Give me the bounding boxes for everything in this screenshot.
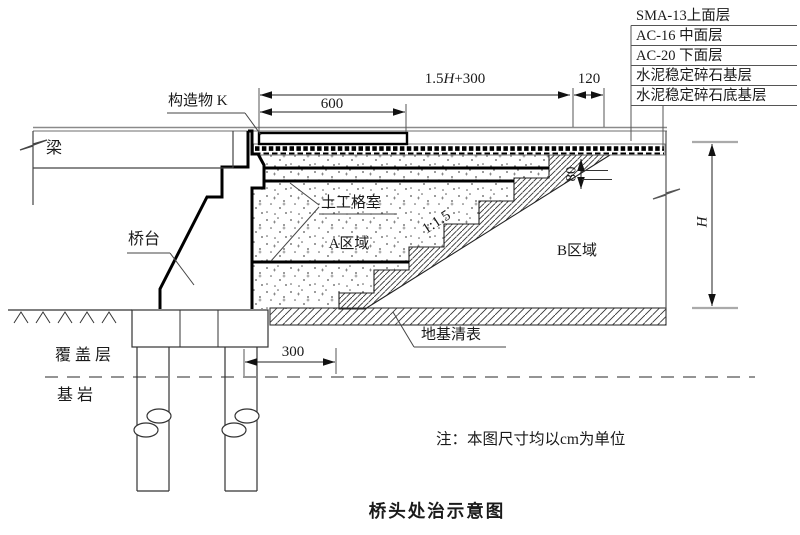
beam-label: 梁 — [46, 140, 63, 157]
road-surface-lines — [33, 126, 667, 132]
abutment-label: 桥台 — [128, 231, 161, 248]
natural-ground-line — [8, 309, 132, 324]
legend-leader-lines — [630, 25, 797, 149]
geocell-label: 土工格室 — [321, 195, 382, 211]
approach-slab — [257, 131, 409, 146]
dimension-height-h — [692, 140, 738, 310]
dim-300-text: 300 — [281, 344, 305, 360]
structure-k-label: 构造物 K — [168, 93, 228, 109]
dim-h-text: H — [694, 216, 711, 228]
dim-600-text: 600 — [320, 96, 344, 112]
pavement-layer-legend: SMA-13上面层 AC-16 中面层 AC-20 下面层 水泥稳定碎石基层 水… — [633, 6, 799, 106]
beam-left-break — [19, 131, 48, 205]
bedrock-label: 基岩 — [57, 387, 98, 404]
leader-structure-k — [167, 112, 262, 136]
dimension-120 — [574, 88, 605, 127]
ground-clearing-strip — [269, 307, 667, 326]
dimension-wedge-length — [258, 88, 574, 132]
drawing-title: 桥头处治示意图 — [368, 501, 506, 521]
fill-zone-a-stipple — [253, 155, 549, 309]
legend-item-ac16: AC-16 中面层 — [636, 28, 723, 44]
abutment-outline — [158, 129, 266, 309]
ground-clearing-label: 地基清表 — [421, 327, 482, 343]
dim-wedge-text: 1.5H+300 — [424, 71, 486, 87]
legend-item-sma13: SMA-13上面层 — [636, 8, 731, 24]
leader-abutment — [127, 252, 195, 286]
dimension-80 — [577, 159, 612, 189]
beam-girder — [19, 131, 234, 205]
legend-item-ac20: AC-20 下面层 — [636, 48, 723, 64]
overburden-label: 覆盖层 — [55, 347, 116, 364]
zone-b-label: B区域 — [556, 243, 598, 259]
step-slope-hatch — [338, 154, 612, 310]
legend-item-cement-base: 水泥稳定碎石基层 — [636, 68, 752, 84]
dim-80-text: 80 — [563, 166, 580, 182]
dimension-300 — [243, 348, 337, 376]
zone-a-label: A区域 — [328, 236, 370, 252]
embankment-right-break — [652, 131, 681, 308]
asphalt-layer-band — [253, 143, 666, 156]
legend-item-cement-subbase: 水泥稳定碎石底基层 — [636, 88, 767, 104]
unit-note: 注：本图尺寸均以cm为单位 — [436, 431, 626, 448]
pile-cap — [131, 309, 269, 348]
dimension-600 — [260, 104, 407, 132]
pile-left — [133, 347, 172, 492]
geocell-layer-lines — [253, 166, 549, 264]
dim-120-text: 120 — [577, 71, 601, 87]
leader-ground-clearing — [392, 311, 506, 348]
pile-right — [221, 347, 260, 492]
leader-geocell — [270, 182, 397, 262]
